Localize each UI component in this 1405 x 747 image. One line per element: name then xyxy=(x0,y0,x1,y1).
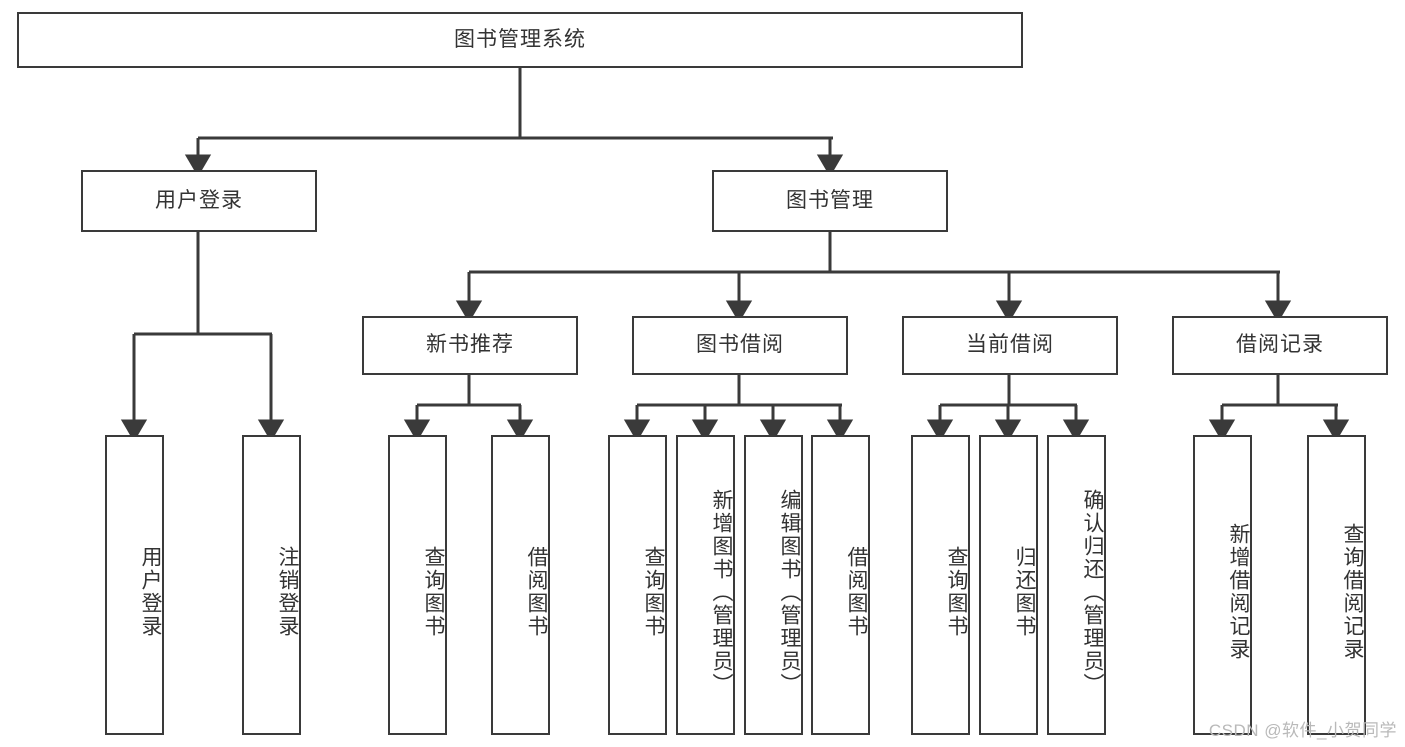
leaf-label: 新增借阅记录 xyxy=(1227,523,1250,661)
leaf-node-add-book[interactable]: 新增图书（管理员） xyxy=(676,435,735,735)
csdn-watermark: CSDN @软件_小贺同学 xyxy=(1208,721,1397,740)
leaf-label: 注销登录 xyxy=(276,546,299,638)
leaf-node-user-login[interactable]: 用户登录 xyxy=(105,435,164,735)
leaf-node-query-record[interactable]: 查询借阅记录 xyxy=(1307,435,1366,735)
leaf-label: 编辑图书（管理员） xyxy=(778,488,801,696)
leaf-label: 新增图书（管理员） xyxy=(710,488,733,696)
node-user-login[interactable]: 用户登录 xyxy=(81,170,317,232)
leaf-label: 查询借阅记录 xyxy=(1341,523,1364,661)
leaf-label: 查询图书 xyxy=(642,546,665,638)
node-borrow-record[interactable]: 借阅记录 xyxy=(1172,316,1388,375)
leaf-label: 查询图书 xyxy=(945,546,968,638)
leaf-node-logout-login[interactable]: 注销登录 xyxy=(242,435,301,735)
leaf-label: 归还图书 xyxy=(1013,546,1036,638)
leaf-node-borrow-book-1[interactable]: 借阅图书 xyxy=(491,435,550,735)
leaf-node-add-record[interactable]: 新增借阅记录 xyxy=(1193,435,1252,735)
node-book-borrow[interactable]: 图书借阅 xyxy=(632,316,848,375)
node-book-management[interactable]: 图书管理 xyxy=(712,170,948,232)
node-root-system[interactable]: 图书管理系统 xyxy=(17,12,1023,68)
leaf-label: 查询图书 xyxy=(422,546,445,638)
leaf-node-edit-book[interactable]: 编辑图书（管理员） xyxy=(744,435,803,735)
leaf-label: 借阅图书 xyxy=(845,546,868,638)
leaf-node-borrow-book-2[interactable]: 借阅图书 xyxy=(811,435,870,735)
leaf-node-confirm-return[interactable]: 确认归还（管理员） xyxy=(1047,435,1106,735)
leaf-label: 用户登录 xyxy=(139,546,162,638)
leaf-node-query-book-2[interactable]: 查询图书 xyxy=(608,435,667,735)
node-current-borrow[interactable]: 当前借阅 xyxy=(902,316,1118,375)
leaf-node-query-book-1[interactable]: 查询图书 xyxy=(388,435,447,735)
leaf-node-query-book-3[interactable]: 查询图书 xyxy=(911,435,970,735)
leaf-label: 确认归还（管理员） xyxy=(1081,488,1104,696)
leaf-label: 借阅图书 xyxy=(525,546,548,638)
node-new-book-recommend[interactable]: 新书推荐 xyxy=(362,316,578,375)
leaf-node-return-book[interactable]: 归还图书 xyxy=(979,435,1038,735)
